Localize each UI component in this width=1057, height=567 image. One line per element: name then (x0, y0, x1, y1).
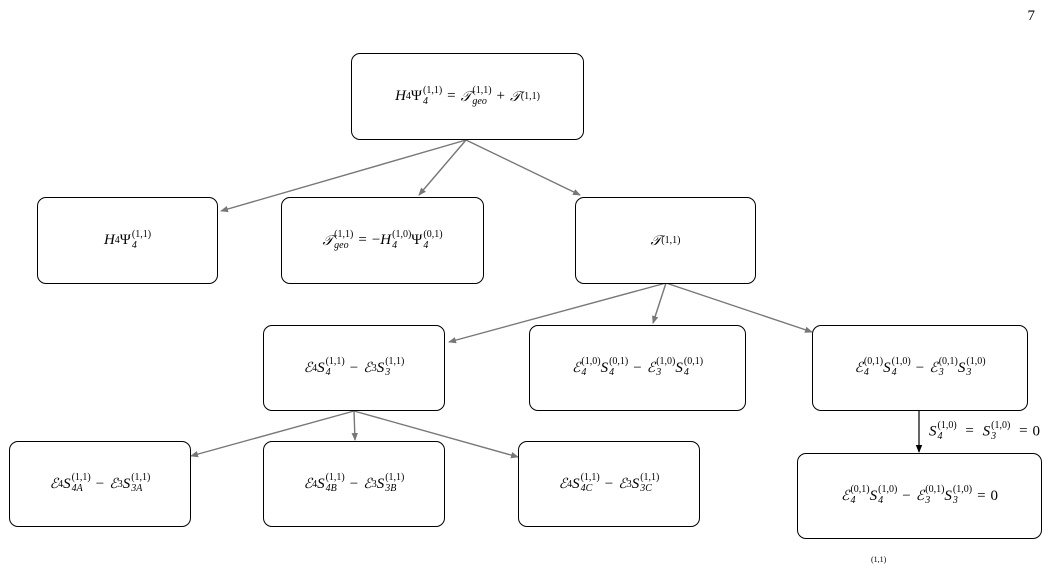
edge-c-c3 (665, 282, 813, 333)
edge-c1-d1 (190, 410, 355, 458)
edge-root-c (465, 139, 581, 196)
node-t: 𝒯(1,1) (575, 197, 756, 284)
edge-root-a (220, 139, 467, 213)
edge-c-c1 (448, 282, 667, 344)
edge-c1-d3 (353, 410, 519, 459)
edge-root-b (418, 139, 467, 196)
page-number: 7 (1027, 8, 1036, 24)
edge-c1-d2 (351, 410, 358, 441)
cropped-fragment: (1,1) (871, 555, 887, 564)
edge-c-c2 (652, 282, 667, 324)
edge-label-condition: S(1,0)4 = S(1,0)3 =0 (929, 420, 1041, 442)
